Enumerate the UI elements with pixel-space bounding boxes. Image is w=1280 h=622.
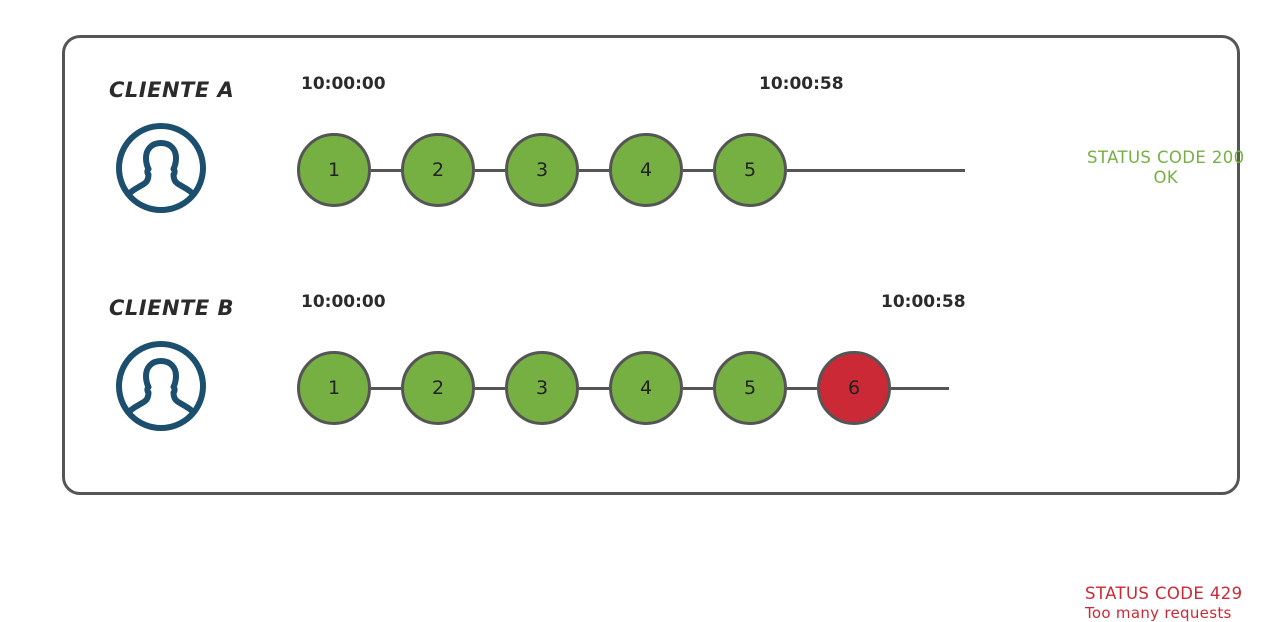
request-node-number: 1 (327, 377, 341, 399)
client-row-a: CLIENTE A 10:00:00 10:00:58 1 2 3 (65, 60, 1244, 270)
chain-tail (891, 386, 949, 390)
client-label-a: CLIENTE A (109, 78, 235, 102)
request-node-number: 3 (535, 377, 549, 399)
request-node[interactable]: 1 (297, 351, 371, 425)
request-chain-b: 1 2 3 4 5 6 (297, 346, 949, 430)
request-chain-a: 1 2 3 4 5 (297, 128, 965, 212)
request-node-number: 6 (847, 377, 861, 399)
request-node-number: 1 (327, 159, 341, 181)
status-code-label: STATUS CODE 429 (1085, 584, 1243, 603)
client-row-b: CLIENTE B 10:00:00 10:00:58 1 2 3 (65, 278, 1242, 622)
status-badge-a: STATUS CODE 200 OK (1087, 148, 1245, 188)
chain-connector (579, 386, 609, 390)
request-node-number: 2 (431, 159, 445, 181)
chain-connector (475, 168, 505, 172)
request-node-rejected[interactable]: 6 (817, 351, 891, 425)
request-node[interactable]: 2 (401, 133, 475, 207)
request-node[interactable]: 3 (505, 133, 579, 207)
user-avatar-icon (111, 118, 211, 218)
chain-connector (683, 386, 713, 390)
chain-connector (371, 168, 401, 172)
chain-connector (371, 386, 401, 390)
request-node-number: 3 (535, 159, 549, 181)
chain-connector (475, 386, 505, 390)
request-node[interactable]: 3 (505, 351, 579, 425)
request-node[interactable]: 1 (297, 133, 371, 207)
timestamp-end-b: 10:00:58 (881, 292, 966, 312)
status-code-label: STATUS CODE 200 (1087, 148, 1245, 167)
chain-connector (787, 386, 817, 390)
request-node-number: 4 (639, 377, 653, 399)
request-node[interactable]: 4 (609, 351, 683, 425)
client-label-b: CLIENTE B (109, 296, 235, 320)
status-badge-b: STATUS CODE 429 Too many requests (1085, 584, 1243, 622)
timestamp-start-a: 10:00:00 (301, 74, 386, 94)
chain-connector (579, 168, 609, 172)
diagram-frame: CLIENTE A 10:00:00 10:00:58 1 2 3 (62, 35, 1244, 622)
request-node-number: 2 (431, 377, 445, 399)
request-node-number: 5 (743, 377, 757, 399)
user-avatar-icon (111, 336, 211, 436)
status-text-label: OK (1153, 168, 1178, 188)
timestamp-end-a: 10:00:58 (759, 74, 844, 94)
request-node[interactable]: 5 (713, 351, 787, 425)
chain-tail (787, 168, 965, 172)
request-node-number: 5 (743, 159, 757, 181)
request-node[interactable]: 2 (401, 351, 475, 425)
chain-connector (683, 168, 713, 172)
request-node-number: 4 (639, 159, 653, 181)
timestamp-start-b: 10:00:00 (301, 292, 386, 312)
request-node[interactable]: 4 (609, 133, 683, 207)
request-node[interactable]: 5 (713, 133, 787, 207)
status-text-label: Too many requests (1085, 604, 1232, 622)
